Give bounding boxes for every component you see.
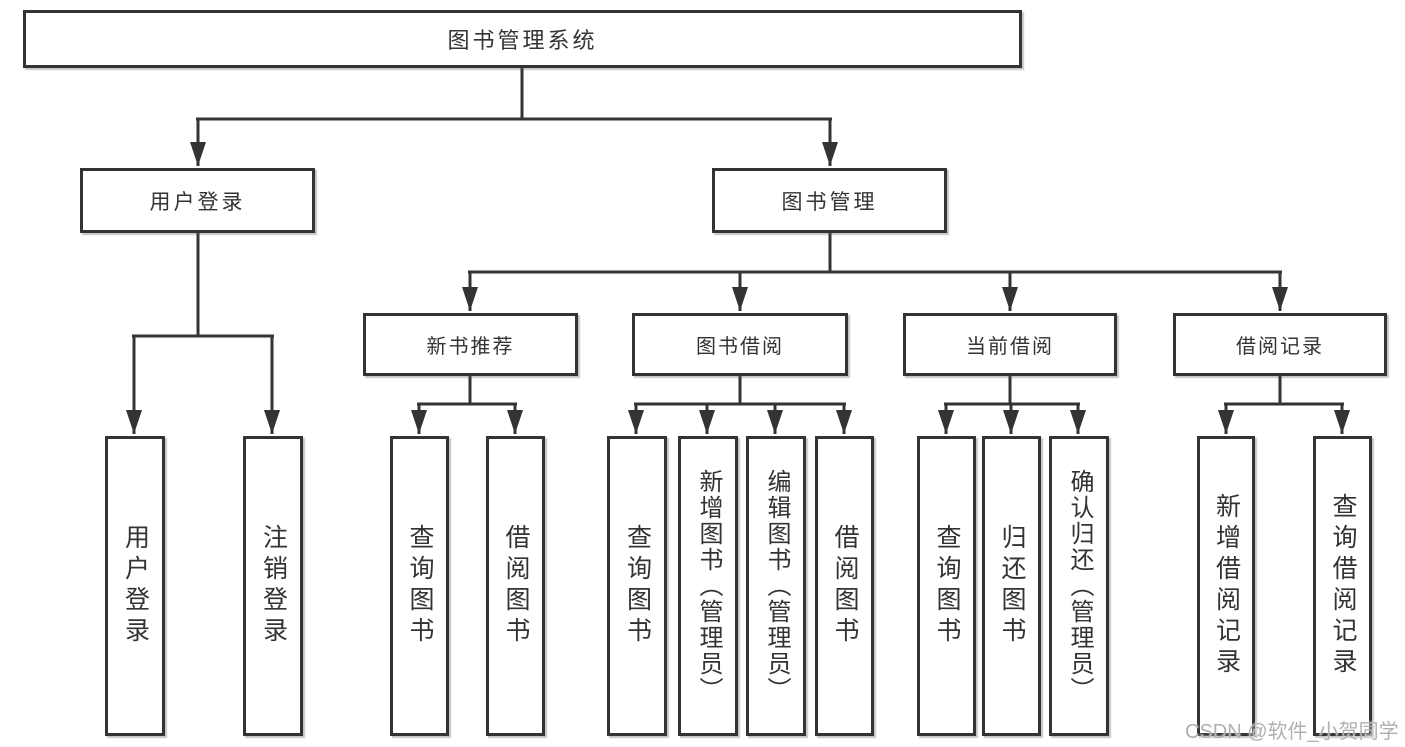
connector-user-login — [132, 233, 274, 338]
leaf-label: 查询图书 — [406, 524, 434, 648]
leaf-label: 借阅图书 — [502, 524, 530, 648]
leaf-label: 查询图书 — [623, 524, 652, 648]
node-current-borrowing: 当前借阅 — [903, 313, 1117, 376]
leaf-query-borrow-record: 查询借阅记录 — [1313, 436, 1372, 736]
leaf-label: 新增图书（管理员） — [695, 469, 722, 703]
node-library-management-system: 图书管理系统 — [23, 10, 1022, 68]
node-label: 新书推荐 — [426, 336, 515, 358]
connector-current-borrow — [944, 376, 1080, 406]
leaf-query-books-borrow: 查询图书 — [607, 436, 667, 736]
connector-book-borrow — [634, 376, 846, 406]
node-label: 当前借阅 — [966, 336, 1054, 358]
connector-new-book — [417, 376, 517, 406]
leaf-label: 编辑图书（管理员） — [763, 469, 790, 703]
connector-book-mgmt-l3 — [468, 233, 1282, 274]
leaf-label: 新增借阅记录 — [1212, 493, 1241, 679]
leaf-borrow-books-newbook: 借阅图书 — [486, 436, 545, 736]
node-new-book-recommend: 新书推荐 — [363, 313, 578, 376]
leaf-return-books: 归还图书 — [982, 436, 1041, 736]
node-book-borrowing: 图书借阅 — [632, 313, 848, 376]
leaf-confirm-return-admin: 确认归还（管理员） — [1049, 436, 1109, 736]
leaf-label: 归还图书 — [998, 524, 1026, 648]
leaf-query-books-current: 查询图书 — [917, 436, 976, 736]
connector-root-l2 — [196, 68, 832, 121]
csdn-watermark: CSDN @软件_小贺同学 — [1185, 721, 1399, 743]
leaf-label: 查询图书 — [933, 524, 961, 648]
leaf-borrow-books-borrow: 借阅图书 — [815, 436, 874, 736]
connector-borrow-records — [1224, 376, 1344, 406]
node-label: 图书管理 — [781, 190, 878, 214]
node-label: 图书管理系统 — [447, 28, 598, 53]
node-borrowing-records: 借阅记录 — [1173, 313, 1387, 376]
leaf-query-books-newbook: 查询图书 — [390, 436, 449, 736]
leaf-label: 注销登录 — [259, 524, 288, 648]
leaf-label: 确认归还（管理员） — [1066, 469, 1093, 703]
leaf-add-borrow-record: 新增借阅记录 — [1197, 436, 1255, 736]
leaf-label: 用户登录 — [121, 524, 150, 648]
node-user-login: 用户登录 — [80, 168, 315, 233]
leaf-add-books-admin: 新增图书（管理员） — [678, 436, 738, 736]
node-label: 图书借阅 — [696, 336, 784, 358]
node-label: 用户登录 — [149, 190, 246, 214]
leaf-logout: 注销登录 — [243, 436, 303, 736]
node-book-management: 图书管理 — [712, 168, 947, 233]
leaf-label: 借阅图书 — [831, 524, 859, 648]
leaf-label: 查询借阅记录 — [1329, 493, 1357, 679]
leaf-user-login: 用户登录 — [105, 436, 165, 736]
node-label: 借阅记录 — [1236, 336, 1324, 358]
leaf-edit-books-admin: 编辑图书（管理员） — [746, 436, 806, 736]
